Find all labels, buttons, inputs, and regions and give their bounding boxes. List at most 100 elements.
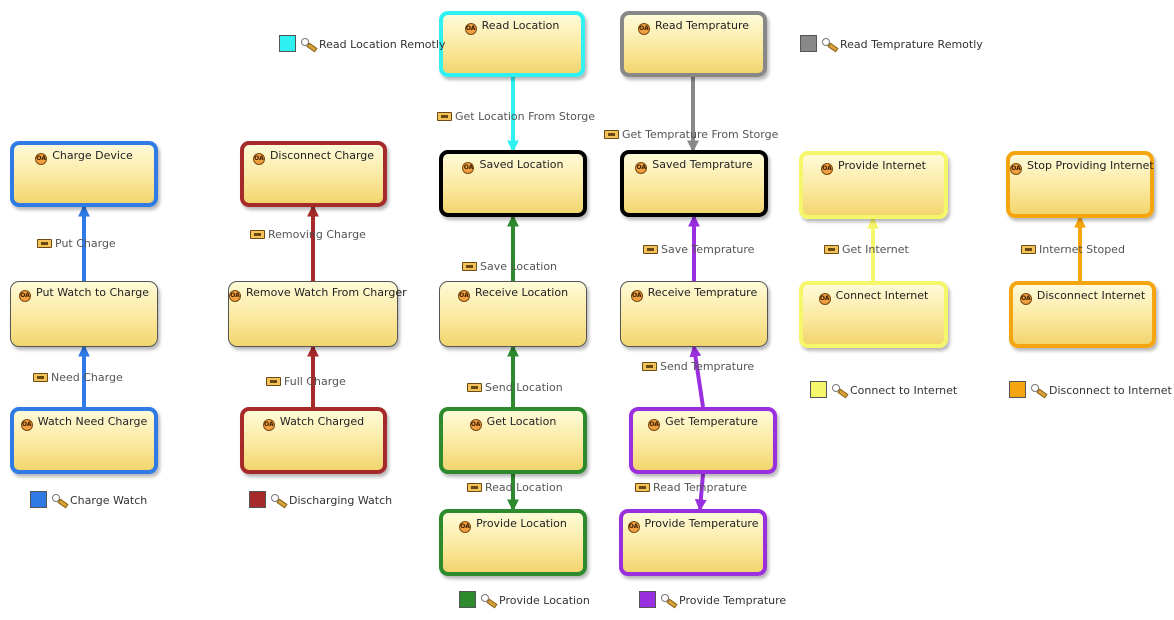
node-charge-device[interactable]: OA Charge Device — [10, 141, 158, 207]
exchange-icon — [642, 362, 657, 371]
exchange-icon — [33, 373, 48, 382]
exchange-icon — [467, 383, 482, 392]
node-label: Watch Charged — [279, 415, 365, 428]
node-label: Get Location — [486, 415, 557, 428]
operational-activity-icon: OA — [635, 162, 648, 174]
exchange-icon — [1021, 245, 1036, 254]
legend-read-temprature-remotly[interactable]: Read Temprature Remotly — [800, 35, 983, 52]
node-label: Saved Location — [479, 158, 564, 171]
node-label: Saved Temprature — [652, 158, 753, 171]
node-remove-watch-from-charger[interactable]: OA Remove Watch From Charger — [228, 281, 407, 347]
legend-provide-location[interactable]: Provide Location — [459, 591, 590, 608]
edge-label-read-temprature[interactable]: Read Temprature — [635, 481, 747, 494]
node-label: Provide Temperature — [644, 517, 759, 530]
edge-label-need-charge[interactable]: Need Charge — [33, 371, 123, 384]
legend-disconnect-to-internet[interactable]: Disconnect to Internet — [1009, 381, 1172, 398]
node-label: Remove Watch From Charger — [246, 286, 407, 299]
exchange-icon — [604, 130, 619, 139]
edge-label-read-location[interactable]: Read Location — [467, 481, 563, 494]
legend-provide-temprature[interactable]: Provide Temprature — [639, 591, 786, 608]
node-label: Disconnect Charge — [269, 149, 375, 162]
node-get-location[interactable]: OA Get Location — [439, 407, 587, 474]
edge-label-send-temprature[interactable]: Send Temprature — [642, 360, 754, 373]
exchange-icon — [824, 245, 839, 254]
node-label: Read Location — [481, 19, 560, 32]
edge-label-removing-charge[interactable]: Removing Charge — [250, 228, 366, 241]
green-swatch — [459, 591, 476, 608]
key-icon — [661, 594, 675, 606]
operational-activity-icon: OA — [469, 419, 482, 431]
edge-label-put-charge[interactable]: Put Charge — [37, 237, 116, 250]
legend-discharging-watch[interactable]: Discharging Watch — [249, 491, 392, 508]
key-icon — [52, 494, 66, 506]
legend-connect-to-internet[interactable]: Connect to Internet — [810, 381, 957, 398]
node-label: Connect Internet — [835, 289, 929, 302]
exchange-icon — [635, 483, 650, 492]
exchange-icon — [643, 245, 658, 254]
node-label: Get Temperature — [665, 415, 758, 428]
key-icon — [481, 594, 495, 606]
operational-activity-icon: OA — [19, 290, 31, 302]
operational-activity-icon: OA — [637, 23, 650, 35]
edge-label-get-temprature-from-storge[interactable]: Get Temprature From Storge — [604, 128, 778, 141]
node-stop-providing-internet[interactable]: OA Stop Providing Internet — [1006, 151, 1154, 218]
edge-label-internet-stoped[interactable]: Internet Stoped — [1021, 243, 1125, 256]
key-icon — [822, 38, 836, 50]
operational-activity-icon: OA — [457, 290, 470, 302]
node-label: Charge Device — [52, 149, 133, 162]
node-label: Provide Internet — [838, 159, 926, 172]
operational-activity-icon: OA — [462, 162, 475, 174]
gray-swatch — [800, 35, 817, 52]
node-label: Put Watch to Charge — [36, 286, 149, 299]
key-icon — [1031, 384, 1045, 396]
operational-activity-icon: OA — [1010, 163, 1022, 175]
node-put-watch-to-charge[interactable]: OA Put Watch to Charge — [10, 281, 158, 347]
operational-activity-icon: OA — [20, 419, 33, 431]
operational-activity-icon: OA — [262, 419, 275, 431]
operational-activity-icon: OA — [35, 153, 48, 165]
edge-get-temperature-to-receive-temprature[interactable] — [689, 344, 705, 408]
node-get-temperature[interactable]: OA Get Temperature — [629, 407, 777, 474]
edge-label-get-location-from-storge[interactable]: Get Location From Storge — [437, 110, 595, 123]
node-watch-charged[interactable]: OA Watch Charged — [240, 407, 387, 474]
node-provide-temperature[interactable]: OA Provide Temperature — [619, 509, 767, 576]
orange-swatch — [1009, 381, 1026, 398]
operational-activity-icon: OA — [229, 290, 241, 302]
node-receive-location[interactable]: OA Receive Location — [439, 281, 587, 347]
key-icon — [832, 384, 846, 396]
yellow-swatch — [810, 381, 827, 398]
node-saved-temprature[interactable]: OA Saved Temprature — [620, 150, 768, 217]
node-label: Receive Location — [474, 286, 569, 299]
exchange-icon — [250, 230, 265, 239]
node-label: Disconnect Internet — [1036, 289, 1146, 302]
key-icon — [271, 494, 285, 506]
edge-label-get-internet[interactable]: Get Internet — [824, 243, 909, 256]
exchange-icon — [467, 483, 482, 492]
edge-label-save-temprature[interactable]: Save Temprature — [643, 243, 754, 256]
cyan-swatch — [279, 35, 296, 52]
purple-swatch — [639, 591, 656, 608]
legend-charge-watch[interactable]: Charge Watch — [30, 491, 147, 508]
operational-activity-icon: OA — [648, 419, 661, 431]
operational-activity-icon: OA — [821, 163, 834, 175]
edge-label-save-location[interactable]: Save Location — [462, 260, 557, 273]
edge-label-full-charge[interactable]: Full Charge — [266, 375, 346, 388]
node-label: Stop Providing Internet — [1027, 159, 1154, 172]
key-icon — [301, 38, 315, 50]
operational-activity-icon: OA — [627, 521, 640, 533]
exchange-icon — [266, 377, 281, 386]
edge-label-send-location[interactable]: Send Location — [467, 381, 563, 394]
legend-read-location-remotly[interactable]: Read Location Remotly — [279, 35, 445, 52]
node-saved-location[interactable]: OA Saved Location — [439, 150, 587, 217]
node-provide-internet[interactable]: OA Provide Internet — [799, 151, 948, 219]
